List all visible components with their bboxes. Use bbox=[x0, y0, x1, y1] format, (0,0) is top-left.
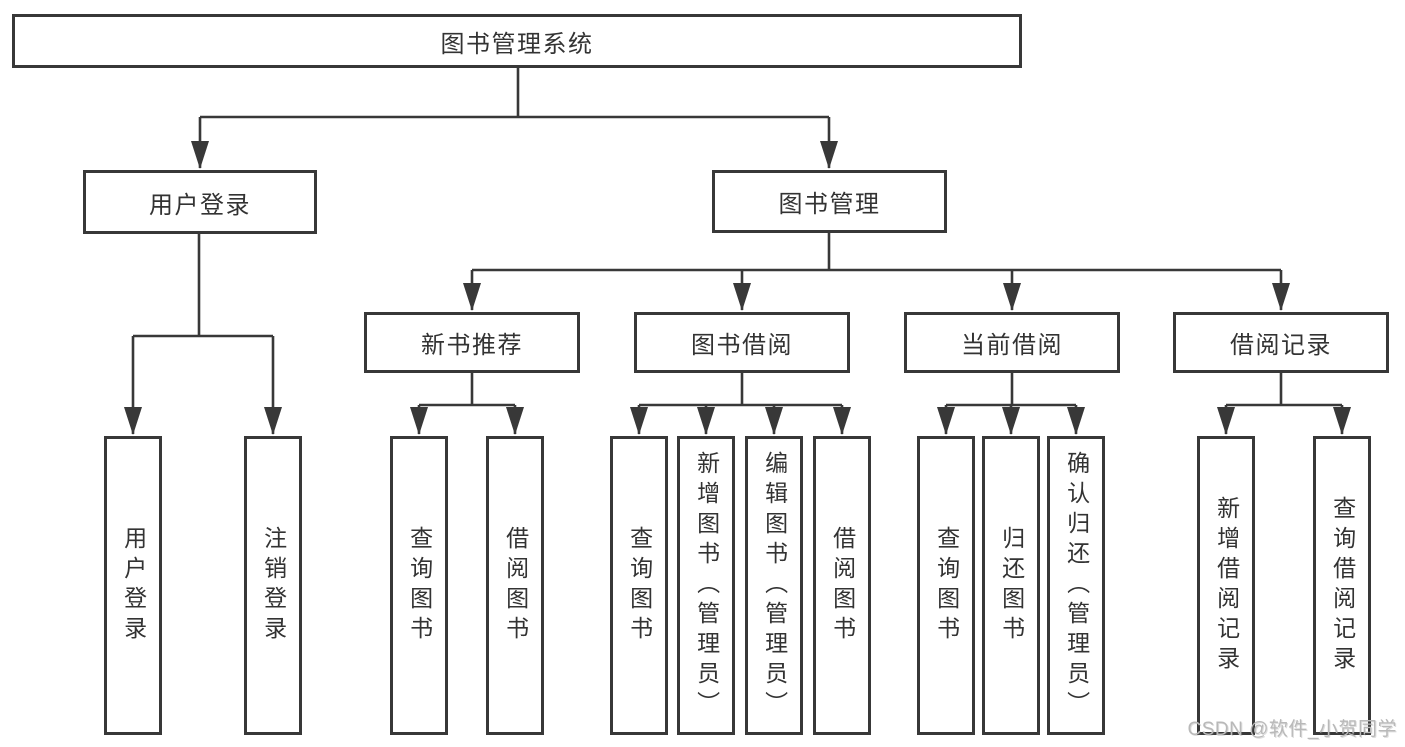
csdn-watermark: CSDN @软件_小贺同学 bbox=[1187, 719, 1397, 740]
node-bb-query-book: 查询图书 bbox=[610, 436, 668, 735]
node-bb-add-book: 新增图书（管理员） bbox=[677, 436, 735, 735]
node-current-borrow: 当前借阅 bbox=[904, 312, 1120, 373]
node-new-book-rec: 新书推荐 bbox=[364, 312, 580, 373]
node-book-mgmt: 图书管理 bbox=[712, 170, 947, 233]
node-cb-confirm-return: 确认归还（管理员） bbox=[1047, 436, 1105, 735]
node-book-borrow: 图书借阅 bbox=[634, 312, 850, 373]
node-cb-query-book: 查询图书 bbox=[917, 436, 975, 735]
node-leaf-logout: 注销登录 bbox=[244, 436, 302, 735]
node-rec-borrow-book: 借阅图书 bbox=[486, 436, 544, 735]
node-bb-edit-book: 编辑图书（管理员） bbox=[745, 436, 803, 735]
node-bb-borrow-book: 借阅图书 bbox=[813, 436, 871, 735]
node-user-login: 用户登录 bbox=[83, 170, 317, 234]
node-rec-query-book: 查询图书 bbox=[390, 436, 448, 735]
node-root: 图书管理系统 bbox=[12, 14, 1022, 68]
node-cb-return-book: 归还图书 bbox=[982, 436, 1040, 735]
node-borrow-records: 借阅记录 bbox=[1173, 312, 1389, 373]
node-leaf-user-login: 用户登录 bbox=[104, 436, 162, 735]
node-br-query-record: 查询借阅记录 bbox=[1313, 436, 1371, 735]
node-br-add-record: 新增借阅记录 bbox=[1197, 436, 1255, 735]
